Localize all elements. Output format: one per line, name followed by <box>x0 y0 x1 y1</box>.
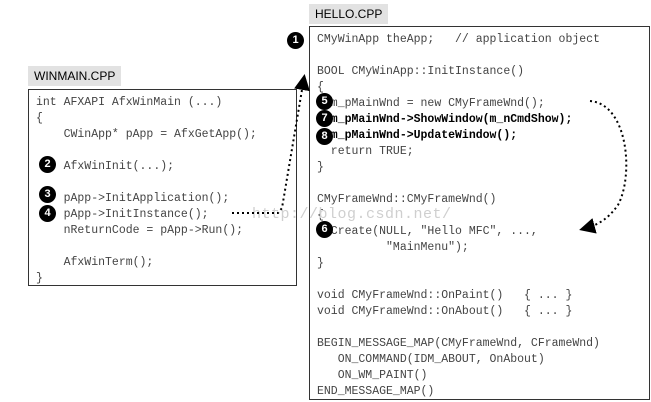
winmain-line-11: AfxWinTerm(); <box>36 256 154 269</box>
hello-line-12: { <box>317 209 324 222</box>
winmain-line-9: nReturnCode = pApp->Run(); <box>36 224 244 237</box>
hello-line-3: BOOL CMyWinApp::InitInstance() <box>317 65 525 78</box>
winmain-file-tab: WINMAIN.CPP <box>28 66 122 86</box>
winmain-line-1: int AFXAPI AfxWinMain (...) <box>36 96 223 109</box>
hello-line-17: void CMyFrameWnd::OnPaint() { ... } <box>317 289 573 302</box>
hello-line-1: CMyWinApp theApp; // application object <box>317 33 600 46</box>
hello-line-8: return TRUE; <box>317 145 414 158</box>
hello-line-14: "MainMenu"); <box>317 241 469 254</box>
step-badge-8: 8 <box>316 128 333 145</box>
arrow-initinstance-to-hello <box>232 74 310 214</box>
hello-line-13: Create(NULL, "Hello MFC", ..., <box>317 225 538 238</box>
hello-line-22: ON_WM_PAINT() <box>317 369 428 382</box>
watermark-text: http://blog.csdn.net/ <box>252 206 452 223</box>
winmain-code-box <box>28 89 297 286</box>
hello-line-18: void CMyFrameWnd::OnAbout() { ... } <box>317 305 573 318</box>
hello-line-4: { <box>317 81 324 94</box>
hello-line-9: } <box>317 161 324 174</box>
winmain-line-2: { <box>36 112 43 125</box>
step-badge-7: 7 <box>316 110 333 127</box>
hello-line-23: END_MESSAGE_MAP() <box>317 385 435 398</box>
hello-file-tab: HELLO.CPP <box>309 4 389 24</box>
step-badge-1: 1 <box>287 32 304 49</box>
step-badge-6: 6 <box>316 221 333 238</box>
hello-line-7: m_pMainWnd->UpdateWindow(); <box>317 129 518 142</box>
hello-line-6: m_pMainWnd->ShowWindow(m_nCmdShow); <box>317 113 573 126</box>
hello-line-21: ON_COMMAND(IDM_ABOUT, OnAbout) <box>317 353 545 366</box>
step-badge-3: 3 <box>39 186 56 203</box>
hello-code-box <box>309 26 650 400</box>
hello-line-15: } <box>317 257 324 270</box>
winmain-line-5: AfxWinInit(...); <box>36 160 175 173</box>
winmain-line-8: pApp->InitInstance(); <box>36 208 209 221</box>
hello-line-11: CMyFrameWnd::CMyFrameWnd() <box>317 193 497 206</box>
step-badge-4: 4 <box>39 205 56 222</box>
winmain-line-12: } <box>36 272 43 285</box>
step-badge-2: 2 <box>39 156 56 173</box>
hello-line-5: m_pMainWnd = new CMyFrameWnd(); <box>317 97 545 110</box>
hello-line-20: BEGIN_MESSAGE_MAP(CMyFrameWnd, CFrameWnd… <box>317 337 600 350</box>
arrow-new-frame-to-constructor <box>579 100 628 234</box>
winmain-line-7: pApp->InitApplication(); <box>36 192 230 205</box>
winmain-line-3: CWinApp* pApp = AfxGetApp(); <box>36 128 257 141</box>
step-badge-5: 5 <box>316 93 333 110</box>
